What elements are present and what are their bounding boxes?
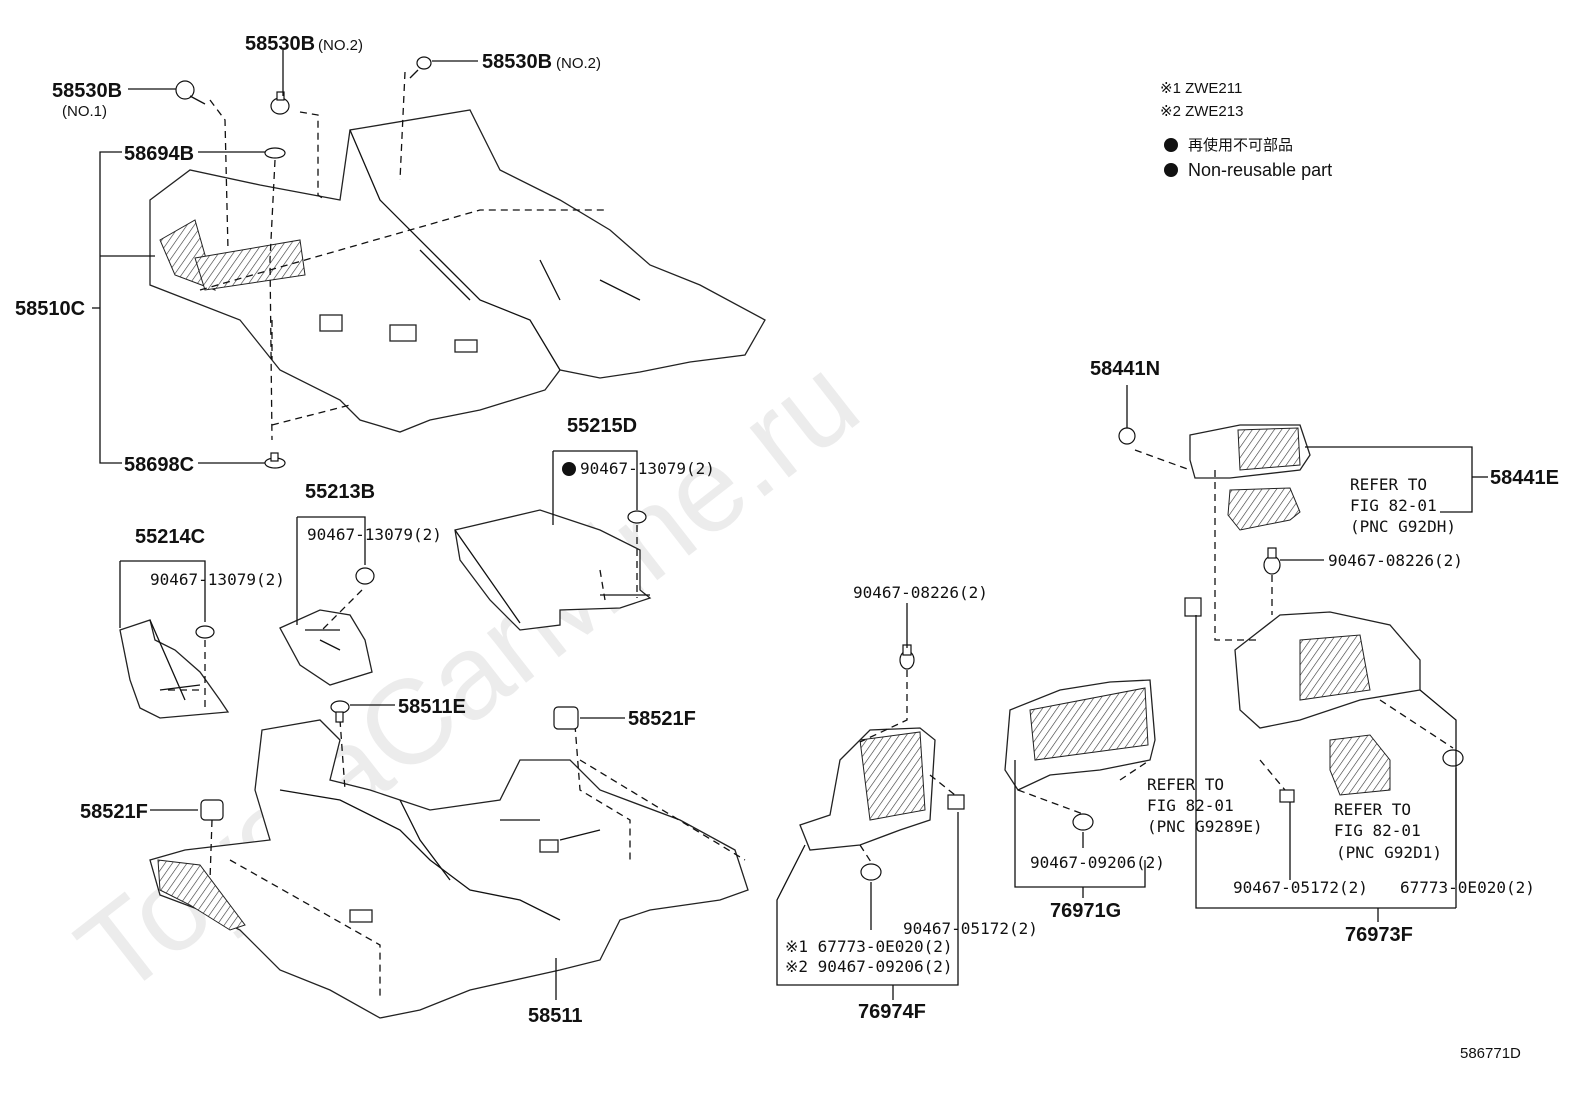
refer3-line1: REFER TO: [1334, 800, 1411, 819]
label-67773-0E020: 67773-0E020(2): [1400, 878, 1535, 897]
clip-58530B-no1-icon: [175, 80, 206, 105]
label-76974F-note1: ※1 67773-0E020(2): [785, 937, 953, 956]
clip-58521F-b-icon: [200, 799, 224, 821]
trim-58441E-drawing: [1118, 424, 1311, 531]
refer3-line3: (PNC G92D1): [1336, 843, 1442, 862]
label-90467-05172-right: 90467-05172(2): [1233, 878, 1368, 897]
refer3-line2: FIG 82-01: [1334, 821, 1421, 840]
label-90467-09206: 90467-09206(2): [1030, 853, 1165, 872]
part-labels: 58530B (NO.1) 58530B (NO.2) 58530B (NO.2…: [15, 33, 1559, 1062]
refer1-line1: REFER TO: [1350, 475, 1427, 494]
clip-58530B-no2b-icon: [409, 56, 432, 79]
trim-76974F-drawing: [799, 644, 965, 881]
lower-floor-carpet-drawing: [149, 719, 749, 1019]
label-58694B: 58694B: [124, 143, 194, 165]
label-90467-08226-right: 90467-08226(2): [1328, 551, 1463, 570]
trim-76971G-drawing: [1004, 679, 1156, 831]
upper-carpet-guide-lines: [199, 71, 605, 441]
label-58511: 58511: [528, 1005, 583, 1027]
refer2-line3: (PNC G9289E): [1147, 817, 1263, 836]
label-76974F: 76974F: [858, 1001, 926, 1023]
refer1-line3: (PNC G92DH): [1350, 517, 1456, 536]
label-58530B-no2b-sub: (NO.2): [556, 55, 601, 72]
clip-58521F-a-icon: [553, 706, 579, 730]
label-90467-08226-mid: 90467-08226(2): [853, 583, 988, 602]
legend-note-2: ※2 ZWE213: [1160, 103, 1243, 120]
label-55213B: 55213B: [305, 481, 375, 503]
label-76973F: 76973F: [1345, 924, 1413, 946]
label-58441E: 58441E: [1490, 467, 1559, 489]
label-58530B-no2a: 58530B: [245, 33, 315, 55]
figure-code: 586771D: [1460, 1045, 1521, 1062]
clip-58530B-no2a-icon: [270, 91, 290, 115]
upper-floor-carpet-drawing: [149, 109, 766, 433]
label-55213B-clip: 90467-13079(2): [307, 525, 442, 544]
label-76974F-note2: ※2 90467-09206(2): [785, 957, 953, 976]
legend-nonreusable-en: Non-reusable part: [1188, 160, 1332, 180]
clip-58698C-icon: [264, 452, 286, 469]
label-58530B-no1: 58530B: [52, 80, 122, 102]
label-58521F-a: 58521F: [628, 708, 696, 730]
nonreusable-dot-icon: [562, 462, 576, 476]
label-58530B-no2b: 58530B: [482, 51, 552, 73]
mat-55215D-drawing: [454, 509, 652, 631]
label-55215D-clip: 90467-13079(2): [580, 459, 715, 478]
nonreusable-dot-icon: [1164, 163, 1178, 177]
label-58530B-no2a-sub: (NO.2): [318, 37, 363, 54]
label-58510C: 58510C: [15, 298, 85, 320]
label-55214C: 55214C: [135, 526, 205, 548]
clip-58511E-icon: [330, 700, 350, 723]
mat-55213B-drawing: [279, 567, 375, 686]
refer2-line1: REFER TO: [1147, 775, 1224, 794]
label-58511E: 58511E: [398, 696, 466, 718]
label-58698C: 58698C: [124, 454, 194, 476]
label-58521F-b: 58521F: [80, 801, 148, 823]
refer2-line2: FIG 82-01: [1147, 796, 1234, 815]
legend: ※1 ZWE211 ※2 ZWE213 再使用不可部品 Non-reusable…: [1160, 80, 1332, 180]
nonreusable-dot-icon: [1164, 138, 1178, 152]
label-90467-05172-mid: 90467-05172(2): [903, 919, 1038, 938]
lower-carpet-guide-lines: [209, 719, 746, 1000]
label-55215D: 55215D: [567, 415, 637, 437]
label-58530B-no1-sub: (NO.1): [62, 103, 107, 120]
trim-76973F-drawing: [1184, 547, 1464, 803]
refer1-line2: FIG 82-01: [1350, 496, 1437, 515]
mat-55214C-drawing: [119, 619, 230, 719]
legend-nonreusable-jp: 再使用不可部品: [1188, 137, 1293, 154]
label-58441N: 58441N: [1090, 358, 1160, 380]
clip-58694B-icon: [264, 147, 286, 159]
legend-note-1: ※1 ZWE211: [1160, 80, 1242, 97]
label-76971G: 76971G: [1050, 900, 1121, 922]
label-55214C-clip: 90467-13079(2): [150, 570, 285, 589]
